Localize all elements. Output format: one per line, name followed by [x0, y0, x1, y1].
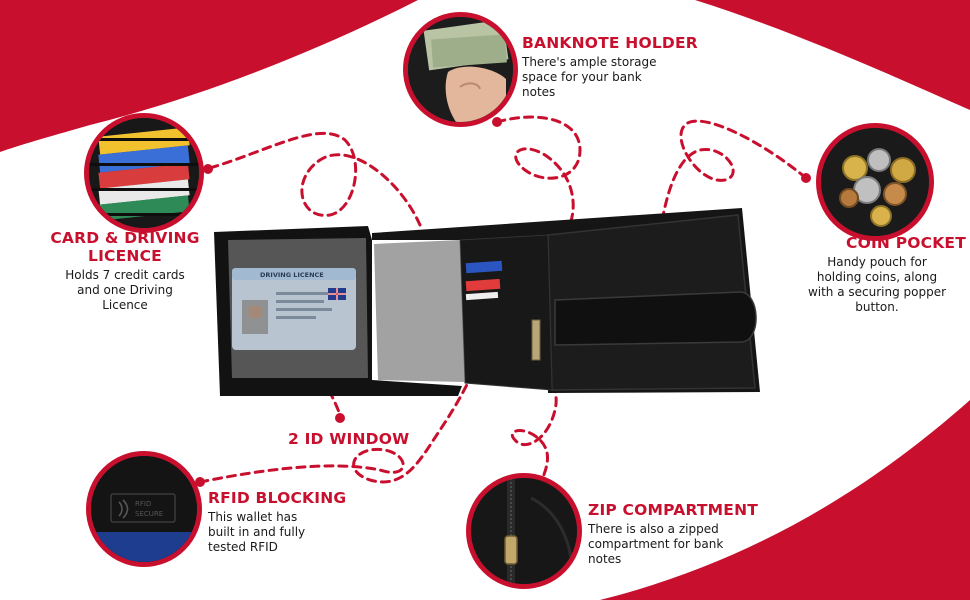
zip-image: [466, 473, 582, 589]
card-edge-red: [465, 278, 501, 292]
coin-callout: COIN POCKET Handy pouch for holding coin…: [788, 234, 966, 315]
cards-image: [84, 113, 204, 233]
banknote-desc-line: space for your bank: [522, 70, 642, 84]
coin-desc-line: with a securing popper: [807, 285, 947, 299]
licence-card: DRIVING LICENCE: [232, 268, 356, 350]
banknote-desc: There's ample storage space for your ban…: [522, 55, 722, 100]
card-title-line: LICENCE: [88, 247, 162, 265]
coins-image: [816, 123, 934, 241]
rfid-title: RFID BLOCKING: [208, 489, 347, 507]
coin-connector-dot: [801, 173, 811, 183]
zip-desc-line: There is also a zipped: [588, 522, 719, 536]
rfid-callout: RFID BLOCKING This wallet has built in a…: [208, 489, 378, 555]
coin-title: COIN POCKET: [846, 234, 966, 252]
top-left-swoosh: [0, 0, 418, 152]
rfid-connector: [198, 358, 480, 484]
banknote-callout: BANKNOTE HOLDER There's ample storage sp…: [522, 34, 722, 100]
card-desc-line: Holds 7 credit cards: [65, 268, 185, 282]
card-connector: [208, 131, 422, 227]
card-title: CARD & DRIVING LICENCE: [36, 229, 214, 265]
banknote-title: BANKNOTE HOLDER: [522, 34, 698, 52]
id-window-right: [374, 240, 465, 382]
banknote-desc-line: notes: [522, 85, 556, 99]
card-connector-dot: [203, 164, 213, 174]
rfid-desc-line: This wallet has: [208, 510, 298, 524]
zip-desc: There is also a zipped compartment for b…: [588, 522, 778, 567]
card-title-line: CARD & DRIVING: [50, 229, 200, 247]
card-desc-line: and one Driving: [77, 283, 173, 297]
rfid-stamp-line2: SECURE: [135, 510, 163, 518]
zip-pull: [531, 319, 541, 361]
rfid-image: RFID SECURE: [86, 451, 202, 567]
rfid-desc-line: tested RFID: [208, 540, 278, 554]
coin-desc-line: button.: [855, 300, 899, 314]
card-callout: CARD & DRIVING LICENCE Holds 7 credit ca…: [36, 229, 214, 313]
id-connector-dot: [335, 413, 345, 423]
wallet-clasp: [554, 291, 757, 346]
zip-desc-line: compartment for bank: [588, 537, 724, 551]
rfid-desc: This wallet has built in and fully teste…: [208, 510, 378, 555]
card-desc: Holds 7 credit cards and one Driving Lic…: [36, 268, 214, 313]
coin-desc-line: Handy pouch for: [827, 255, 927, 269]
rfid-desc-line: built in and fully: [208, 525, 306, 539]
zip-connector: [511, 353, 558, 502]
card-desc-line: Licence: [102, 298, 148, 312]
zip-callout: ZIP COMPARTMENT There is also a zipped c…: [588, 501, 778, 567]
wallet-image: DRIVING LICENCE: [214, 208, 760, 396]
id-window-callout: 2 ID WINDOW: [288, 430, 409, 448]
id-window-title: 2 ID WINDOW: [288, 430, 410, 448]
coin-desc: Handy pouch for holding coins, along wit…: [788, 255, 966, 315]
banknote-connector: [495, 115, 582, 237]
card-edge-white: [465, 291, 499, 301]
banknote-image: [403, 12, 518, 127]
rfid-stamp-line1: RFID: [135, 500, 151, 508]
coin-desc-line: holding coins, along: [816, 270, 938, 284]
licence-header: DRIVING LICENCE: [260, 271, 324, 279]
rfid-connector-dot: [195, 477, 205, 487]
banknote-desc-line: There's ample storage: [522, 55, 657, 69]
zip-title: ZIP COMPARTMENT: [588, 501, 759, 519]
bottom-right-swoosh: [600, 400, 970, 600]
top-right-swoosh: [695, 0, 970, 110]
wallet-card-slots: [459, 234, 553, 391]
coin-connector: [653, 119, 808, 277]
zip-desc-line: notes: [588, 552, 622, 566]
card-edge-blue: [465, 260, 503, 274]
